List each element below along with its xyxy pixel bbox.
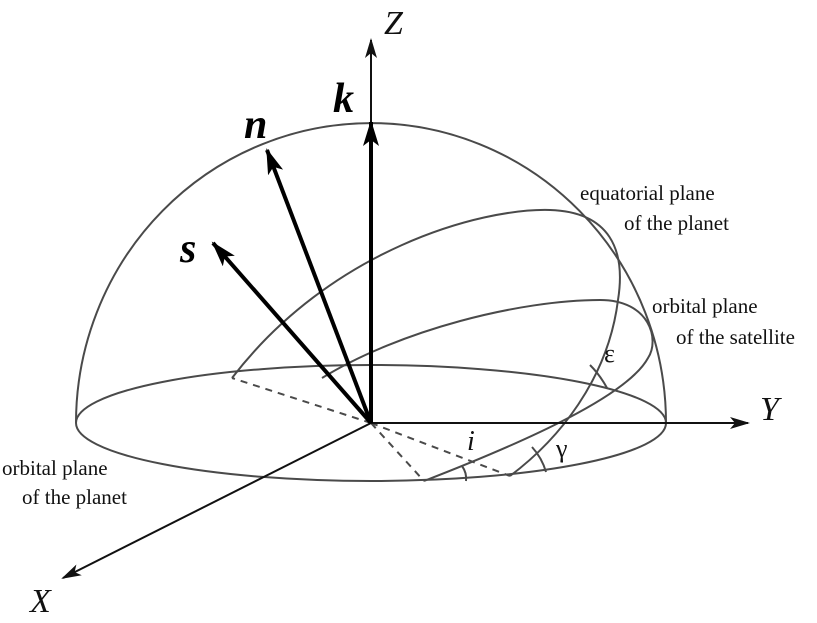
equatorial-plane-label-line1: equatorial plane bbox=[580, 181, 715, 205]
x-axis bbox=[61, 422, 372, 579]
z-axis-label: Z bbox=[384, 5, 404, 42]
n-vector-label: n bbox=[244, 102, 267, 148]
satellite-orbital-plane-curve bbox=[321, 298, 654, 482]
k-vector-label: k bbox=[333, 76, 354, 122]
x-axis-label: X bbox=[28, 583, 52, 620]
n-vector bbox=[265, 148, 373, 424]
epsilon-angle-arc bbox=[589, 364, 608, 389]
planet-orbital-plane-label-line1: orbital plane bbox=[2, 456, 108, 480]
s-vector-label: s bbox=[179, 226, 196, 272]
dashed-line-equatorial bbox=[231, 377, 372, 424]
satellite-orbital-plane-label-line1: orbital plane bbox=[652, 294, 758, 318]
gamma-angle-label: γ bbox=[555, 434, 568, 463]
planet-orbital-plane-label-line2: of the planet bbox=[22, 485, 127, 509]
satellite-orbital-plane-label-line2: of the satellite bbox=[676, 325, 795, 349]
dashed-line-satellite-node bbox=[370, 422, 425, 482]
i-angle-label: i bbox=[467, 426, 475, 457]
i-angle-arc bbox=[461, 465, 468, 482]
equatorial-plane-label-line2: of the planet bbox=[624, 211, 729, 235]
equatorial-plane-curve bbox=[231, 208, 621, 477]
gamma-angle-arc bbox=[531, 446, 547, 473]
epsilon-angle-label: ε bbox=[604, 339, 615, 368]
dashed-line-gamma-node bbox=[370, 422, 511, 477]
s-vector bbox=[211, 241, 373, 425]
y-axis-label: Y bbox=[760, 391, 782, 428]
